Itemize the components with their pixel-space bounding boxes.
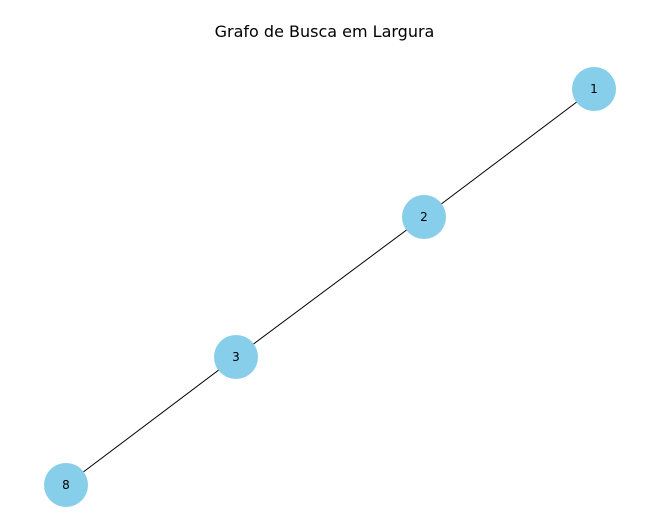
- node-1: 1: [572, 67, 616, 111]
- graph-title: Grafo de Busca em Largura: [214, 22, 435, 41]
- edge-1-2: [423, 88, 595, 218]
- edge-2-3: [235, 216, 425, 358]
- node-8: 8: [44, 463, 88, 507]
- edges-layer: [65, 88, 595, 486]
- node-circle-8: [44, 463, 88, 507]
- edge-3-8: [65, 356, 237, 486]
- node-circle-1: [572, 67, 616, 111]
- node-2: 2: [402, 195, 446, 239]
- node-label-3: 3: [232, 350, 240, 364]
- node-circle-3: [214, 335, 258, 379]
- node-3: 3: [214, 335, 258, 379]
- node-circle-2: [402, 195, 446, 239]
- node-label-8: 8: [62, 478, 70, 492]
- nodes-layer: 1 2 3 8: [44, 67, 616, 507]
- node-label-1: 1: [590, 82, 598, 96]
- node-label-2: 2: [420, 210, 428, 224]
